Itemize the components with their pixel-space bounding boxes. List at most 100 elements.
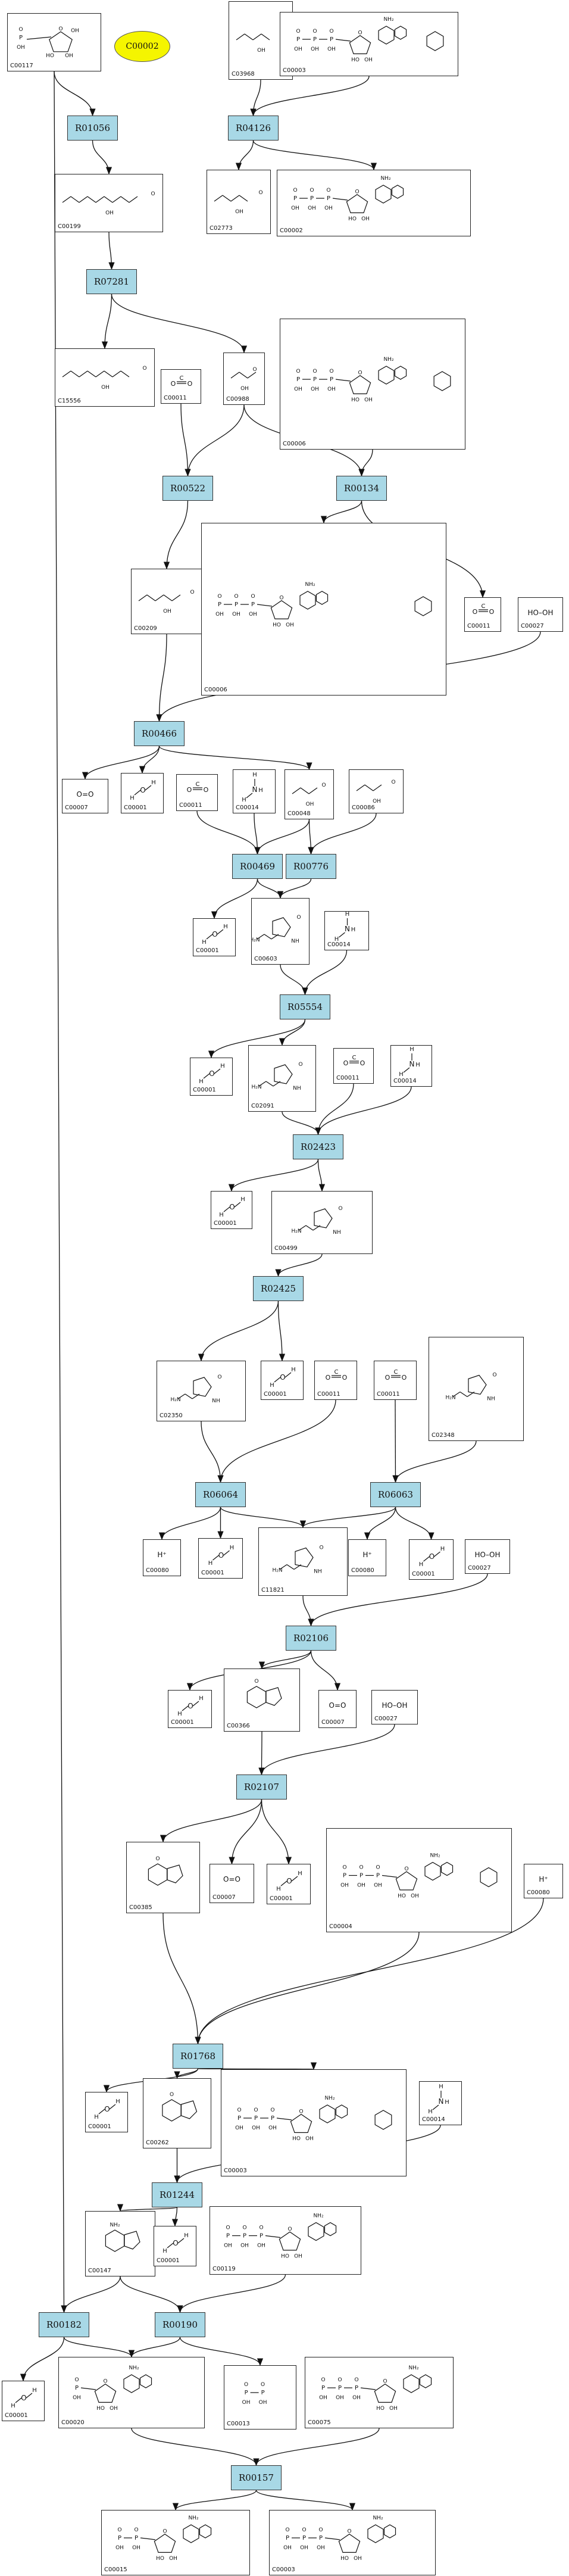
query-compound-ellipse[interactable]: C00002 (114, 31, 170, 62)
reaction-node-r05554[interactable]: R05554 (280, 994, 330, 1019)
structure-icon: OHH (208, 1545, 235, 1567)
compound-box-c00080c[interactable]: H⁺C00080 (524, 1864, 563, 1898)
reaction-node-r00466[interactable]: R00466 (134, 721, 185, 746)
svg-text:NH₂: NH₂ (129, 2365, 139, 2371)
svg-text:NH₂: NH₂ (324, 2095, 335, 2101)
edge-c00075-to-R00157 (253, 2428, 380, 2466)
reaction-node-r07281[interactable]: R07281 (86, 269, 137, 294)
reaction-node-r06063[interactable]: R06063 (370, 1482, 421, 1507)
reaction-node-r02425[interactable]: R02425 (253, 1276, 304, 1301)
reaction-node-r00469[interactable]: R00469 (232, 854, 283, 879)
svg-text:OH: OH (105, 210, 114, 216)
reaction-node-r06064[interactable]: R06064 (195, 1482, 246, 1507)
compound-id: C03968 (232, 71, 255, 77)
reaction-node-r00182[interactable]: R00182 (39, 2312, 89, 2337)
reaction-node-r00157[interactable]: R00157 (231, 2465, 282, 2490)
reaction-node-r04126[interactable]: R04126 (228, 116, 279, 141)
reaction-node-r02106[interactable]: R02106 (286, 1626, 336, 1651)
reaction-node-r00134[interactable]: R00134 (336, 476, 387, 501)
compound-box-c00603[interactable]: H₂NONHC00603 (251, 898, 309, 965)
svg-text:OH: OH (249, 612, 257, 618)
reaction-node-r02107[interactable]: R02107 (236, 1774, 287, 1800)
reaction-node-r02423[interactable]: R02423 (293, 1134, 343, 1159)
compound-box-c00080a[interactable]: H⁺C00080 (143, 1539, 181, 1576)
reaction-node-r01056[interactable]: R01056 (67, 116, 118, 141)
edge-c00080c-to-R01768 (195, 1898, 544, 2045)
reaction-node-r00190[interactable]: R00190 (155, 2312, 205, 2337)
compound-id: C00001 (193, 1087, 216, 1093)
reaction-node-r00776[interactable]: R00776 (286, 854, 336, 879)
compound-box-c00080b[interactable]: H⁺C00080 (348, 1539, 386, 1576)
svg-text:O: O (296, 29, 300, 35)
svg-text:O: O (134, 2527, 138, 2533)
compound-id: C00001 (157, 2257, 180, 2264)
compound-id: C00001 (214, 1220, 237, 1227)
svg-text:C: C (482, 603, 486, 610)
compound-id: C00007 (212, 1894, 236, 1901)
reaction-node-r00522[interactable]: R00522 (162, 476, 213, 501)
svg-text:O: O (429, 1552, 434, 1561)
reaction-node-r01768[interactable]: R01768 (173, 2044, 223, 2069)
reaction-node-r01244[interactable]: R01244 (152, 2182, 202, 2207)
